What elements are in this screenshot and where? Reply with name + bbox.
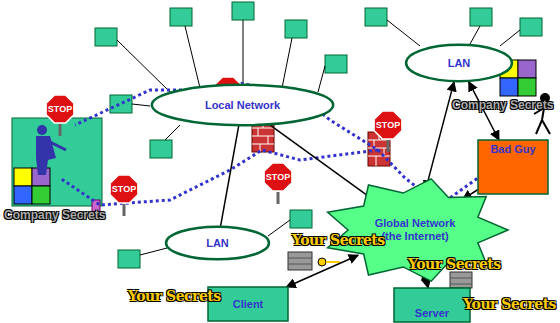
secret-label: Your Secrets [128,288,221,304]
network-ellipse: LAN [405,44,513,82]
secret-label: Company Secrets [4,208,105,222]
stop-sign-shape [46,95,74,123]
secret-label: Your Secrets [292,232,385,248]
sign-post [277,192,280,204]
secret-label: Your Secrets [408,256,501,272]
connector [221,126,239,226]
network-ellipse: LAN [165,226,270,260]
connector [286,255,358,287]
stop-sign: STOP [216,86,240,96]
lock-key [450,272,472,288]
sign-post [123,204,126,216]
stop-sign: STOP [48,104,72,114]
network-ellipse: Local Network [150,84,335,126]
sign-post [387,140,390,152]
intruder-figure [36,125,66,175]
secret-label: Your Secrets [463,296,556,312]
server-box: Server [394,288,470,322]
node-label: LAN [448,57,471,70]
connector [426,82,454,190]
office-building [12,118,102,206]
stop-sign: STOP [266,172,290,182]
attacker-box: Bad Guy [478,140,548,194]
node-label: Server [415,307,449,320]
stop-sign-shape [374,111,402,139]
node-label: Local Network [205,99,280,112]
secret-label: Company Secrets [452,98,553,112]
connector [270,125,371,198]
stop-sign: STOP [376,120,400,130]
sign-post [59,124,62,136]
stop-sign-shape [264,163,292,191]
node-label: Client [233,298,264,311]
node-label: LAN [206,237,229,250]
stop-sign: STOP [112,184,136,194]
node-label: Bad Guy [490,143,535,156]
stop-sign-shape [110,175,138,203]
